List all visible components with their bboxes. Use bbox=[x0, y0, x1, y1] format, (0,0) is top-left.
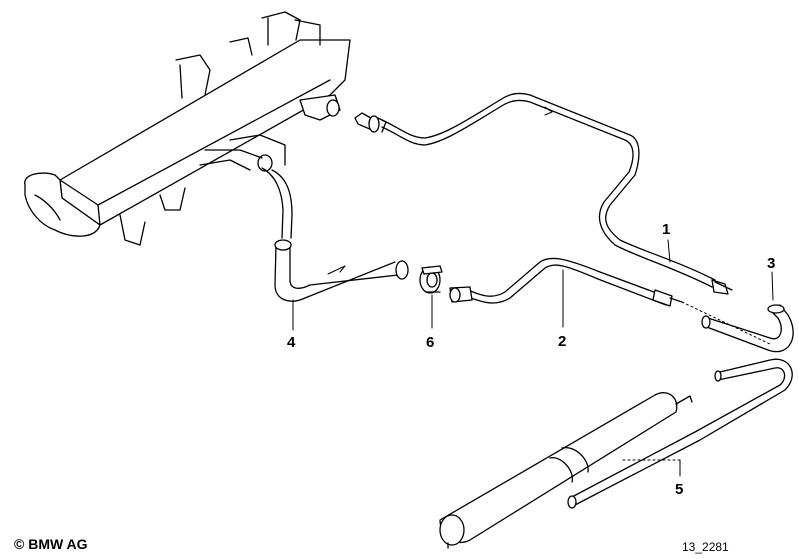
fuel-filter bbox=[439, 392, 693, 549]
copyright-notice: © BMW AG bbox=[14, 536, 88, 552]
callout-4: 4 bbox=[287, 334, 296, 351]
leader-lines bbox=[292, 239, 774, 477]
callout-1: 1 bbox=[662, 221, 670, 238]
hose-4 bbox=[261, 167, 409, 302]
hose-clamp-6 bbox=[419, 265, 443, 294]
callout-6: 6 bbox=[426, 334, 434, 351]
callout-3: 3 bbox=[767, 255, 775, 272]
callout-5: 5 bbox=[675, 481, 683, 498]
hose-3 bbox=[701, 304, 794, 353]
rail-connector bbox=[354, 112, 387, 133]
callout-2: 2 bbox=[558, 333, 566, 350]
drawing-number: 13_2281 bbox=[682, 540, 729, 554]
fuel-rail-assembly bbox=[24, 11, 351, 246]
fuel-line-2 bbox=[449, 257, 683, 307]
fuel-line-1 bbox=[381, 92, 733, 295]
vent-line-5 bbox=[567, 358, 793, 509]
